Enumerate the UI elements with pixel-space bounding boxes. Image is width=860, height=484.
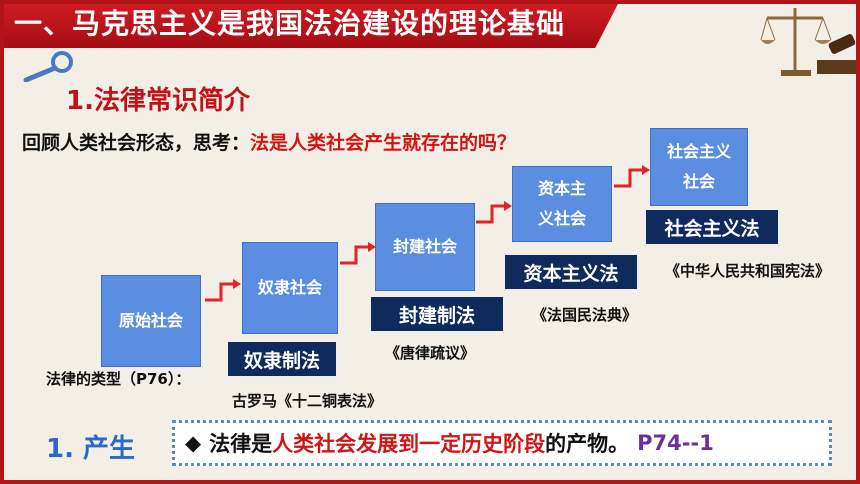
society-box-capitalist: 资本主义社会 <box>512 166 612 242</box>
question-text: 回顾人类社会形态，思考：法是人类社会产生就存在的吗？ <box>22 128 516 155</box>
law-types-label: 法律的类型（P76）： <box>46 370 191 388</box>
society-box-feudal: 封建社会 <box>375 203 475 291</box>
law-label-feudal: 封建制法 <box>371 297 503 331</box>
progress-arrow-icon <box>614 165 650 188</box>
origin-highlight: 人类社会发展到一定历史阶段 <box>272 432 546 456</box>
origin-text-before: 法律是 <box>209 432 273 456</box>
progress-arrow-icon <box>476 201 512 224</box>
law-label-slave: 奴隶制法 <box>228 342 336 376</box>
law-code-capitalist: 《法国民法典》 <box>532 306 638 324</box>
magnifier-icon <box>23 51 73 82</box>
progress-arrow-icon <box>205 279 241 302</box>
society-box-slave: 奴隶社会 <box>242 242 338 334</box>
progress-arrow-icon <box>340 242 376 265</box>
section-title: 1.法律常识简介 <box>66 86 250 116</box>
question-prefix: 回顾人类社会形态，思考： <box>22 132 251 154</box>
origin-statement-box: ◆ 法律是人类社会发展到一定历史阶段的产物。 P74--1 <box>172 420 832 466</box>
society-name: 原始社会 <box>118 311 183 330</box>
society-name: 封建社会 <box>392 237 457 256</box>
question-highlight: 法是人类社会产生就存在的吗？ <box>250 132 517 154</box>
society-box-socialist: 社会主义社会 <box>650 128 748 206</box>
origin-page-ref: P74--1 <box>637 431 714 455</box>
origin-heading: 1. 产生 <box>46 434 136 464</box>
title-banner: 一、马克思主义是我国法治建设的理论基础 <box>0 0 620 48</box>
law-label-socialist: 社会主义法 <box>646 210 778 244</box>
society-name: 社会主义社会 <box>666 142 731 191</box>
law-code-feudal: 《唐律疏议》 <box>385 344 476 362</box>
society-name: 资本主义社会 <box>537 179 586 228</box>
law-code-socialist: 《中华人民共和国宪法》 <box>665 262 831 280</box>
bullet-diamond-icon: ◆ <box>185 431 202 455</box>
scales-of-justice-icon <box>760 8 857 76</box>
society-box-primitive: 原始社会 <box>101 275 201 367</box>
society-name: 奴隶社会 <box>257 278 322 297</box>
origin-text-after: 的产物。 <box>545 432 630 456</box>
law-code-slave: 古罗马《十二铜表法》 <box>232 392 383 410</box>
law-label-capitalist: 资本主义法 <box>505 255 637 289</box>
